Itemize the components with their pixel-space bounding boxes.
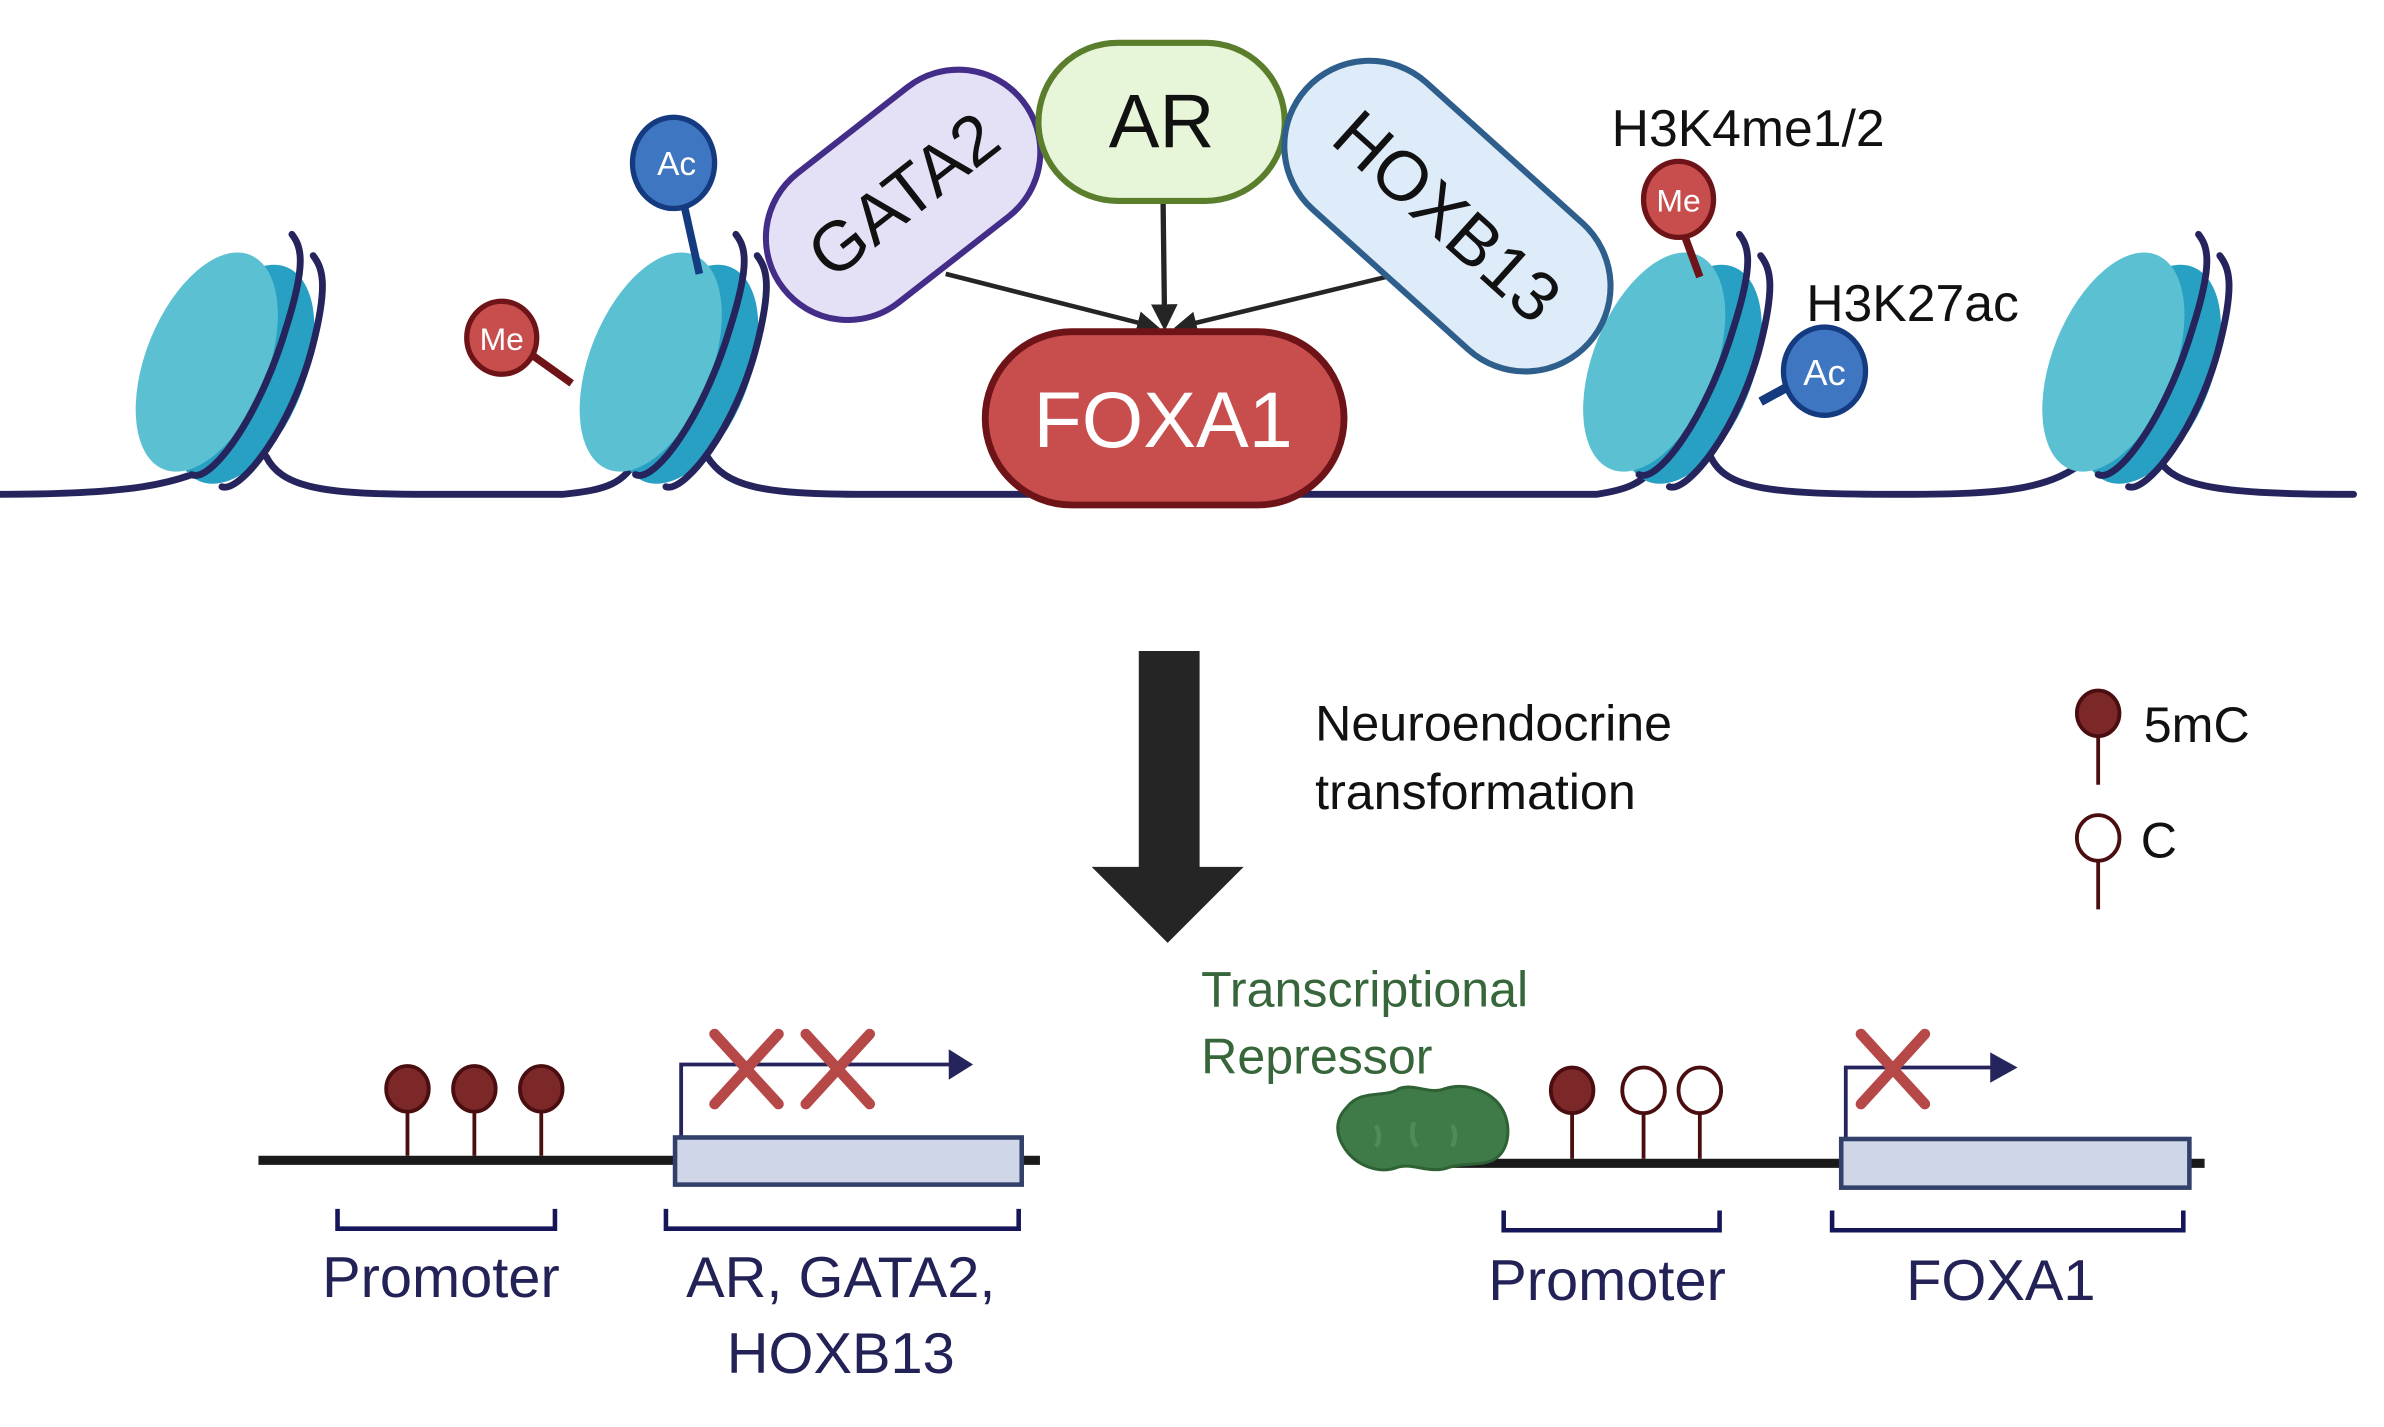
- nucleosome-1: [107, 232, 343, 504]
- ar-label: AR: [1109, 80, 1215, 165]
- transition: Neuroendocrine transformation: [1091, 650, 1672, 943]
- foxa1-label: FOXA1: [1034, 375, 1293, 464]
- tss-arrowhead-icon: [1990, 1052, 2018, 1083]
- acetyl-mark-left: Ac: [629, 114, 718, 275]
- legend-item-c: C: [2074, 813, 2177, 910]
- methylated-cpg-icon: [518, 1064, 565, 1156]
- tss-line: [679, 1062, 955, 1138]
- methyl-badge-label: Me: [480, 321, 524, 357]
- gene-label-line1: AR, GATA2,: [686, 1246, 995, 1310]
- methyl-mark-right: Me: [1640, 158, 1717, 279]
- legend-item-5mc: 5mC: [2074, 688, 2250, 785]
- h3k4me-label: H3K4me1/2: [1612, 99, 1885, 157]
- unmethylated-cpg-icon: [1620, 1065, 1667, 1159]
- gata2-node: GATA2: [762, 66, 1044, 324]
- block-x-icon: [709, 1028, 784, 1110]
- cpg-sites: [384, 1064, 565, 1156]
- foxa1-node: FOXA1: [981, 328, 1348, 509]
- nucleosome-2: [551, 232, 787, 504]
- repressor-protein-icon: [1336, 1084, 1510, 1172]
- methylated-cpg-icon: [1548, 1065, 1596, 1159]
- h3k27ac-label: H3K27ac: [1806, 274, 2019, 332]
- methyl-badge-icon: [464, 298, 540, 377]
- methylated-cpg-icon: [2074, 688, 2122, 738]
- promoter-label: Promoter: [322, 1246, 560, 1310]
- promoter-bracket: [1501, 1210, 1722, 1233]
- gene-body-box: [672, 1135, 1024, 1187]
- gene-bracket: [663, 1208, 1021, 1231]
- gata2-to-foxa1-arrow: [945, 271, 1160, 334]
- block-x-icon: [1855, 1028, 1931, 1110]
- transition-label-line1: Neuroendocrine: [1315, 696, 1672, 752]
- transition-label-line2: transformation: [1315, 764, 1636, 820]
- unmethylated-cpg-icon: [1676, 1065, 1724, 1159]
- dna-strand: [0, 452, 2358, 498]
- down-arrow-icon: [1091, 650, 1244, 943]
- acetyl-badge-label: Ac: [657, 146, 696, 183]
- gene-label-line2: HOXB13: [727, 1322, 955, 1386]
- methyl-mark-left: Me: [464, 298, 574, 387]
- repressor-label-line2: Repressor: [1201, 1029, 1432, 1085]
- ar-to-foxa1-arrow: [1151, 203, 1178, 331]
- ar-node: AR: [1035, 39, 1288, 204]
- unmethylated-cpg-icon: [2074, 813, 2122, 863]
- gene-label: FOXA1: [1906, 1249, 2095, 1313]
- legend-label-5mc: 5mC: [2144, 697, 2250, 753]
- acetyl-badge-icon: [1780, 324, 1869, 418]
- cpg-sites: [1548, 1065, 1724, 1159]
- methyl-badge-label: Me: [1656, 183, 1700, 219]
- acetyl-mark-right: Ac: [1758, 324, 1869, 418]
- methyl-badge-icon: [1640, 158, 1717, 241]
- promoter-label: Promoter: [1488, 1249, 1726, 1313]
- nucleosome-4: [2014, 232, 2250, 504]
- tss-arrowhead-icon: [948, 1049, 974, 1080]
- silenced-locus-left: Promoter AR, GATA2, HOXB13: [258, 1028, 1040, 1386]
- gene-bracket: [1829, 1210, 2186, 1233]
- silenced-locus-right: Transcriptional Repressor Promoter FOXA1: [1201, 962, 2205, 1313]
- methylated-cpg-icon: [384, 1064, 431, 1156]
- acetyl-badge-icon: [629, 114, 718, 212]
- hoxb13-to-foxa1-arrow: [1173, 271, 1400, 334]
- acetyl-badge-label: Ac: [1803, 352, 1846, 393]
- gene-body-box: [1838, 1136, 2192, 1190]
- promoter-bracket: [335, 1208, 558, 1231]
- legend-label-c: C: [2141, 813, 2177, 869]
- chromatin-panel: Me Ac Me H3K4me1/2 Ac H3K27ac GATA2: [0, 39, 2358, 509]
- legend: 5mC C: [2074, 688, 2250, 910]
- repressor-label-line1: Transcriptional: [1201, 962, 1528, 1018]
- block-x-icon: [800, 1028, 875, 1110]
- methylated-cpg-icon: [451, 1064, 498, 1156]
- tss-line: [1843, 1065, 1995, 1141]
